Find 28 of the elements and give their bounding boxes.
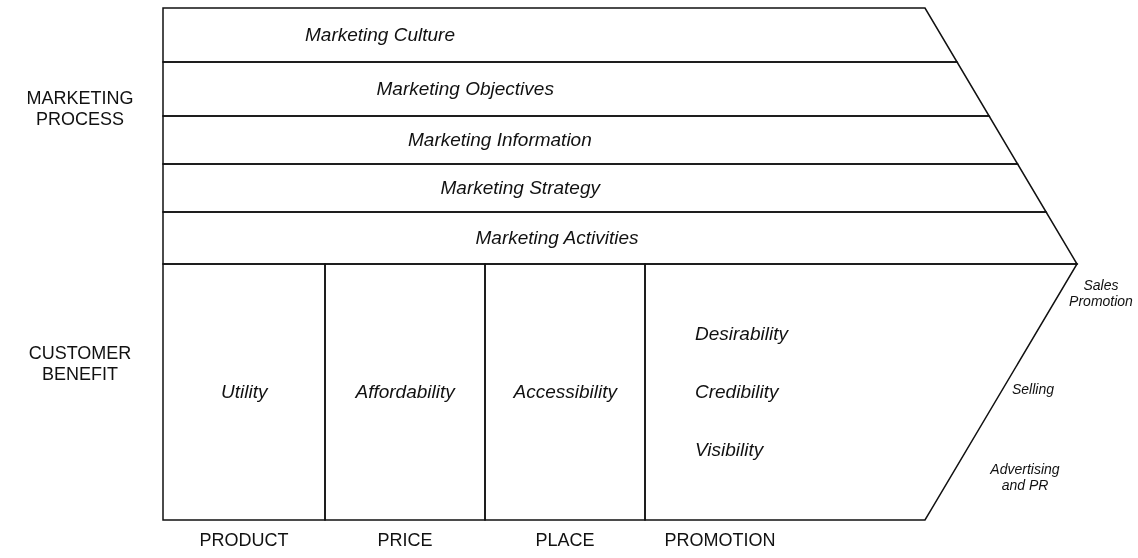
node-text: Accessibility <box>513 381 617 403</box>
column-label: PROMOTION <box>663 530 777 551</box>
node-text: Marketing Strategy <box>440 177 600 199</box>
node-text: Desirability <box>695 323 788 345</box>
edge-note: Selling <box>1011 381 1055 398</box>
process-band <box>163 62 990 116</box>
process-band <box>163 116 1018 164</box>
edge-note: Advertising and PR <box>989 461 1061 494</box>
edge-note: Sales Promotion <box>1068 277 1134 310</box>
column-label: PRICE <box>376 530 434 551</box>
node-text: Marketing Information <box>408 129 592 151</box>
node-text: Utility <box>221 381 268 403</box>
side-heading: MARKETING PROCESS <box>25 88 135 130</box>
process-band <box>163 212 1077 264</box>
benefit-column <box>163 264 325 520</box>
process-band <box>163 8 958 62</box>
benefit-column <box>485 264 645 520</box>
node-text: Affordability <box>355 381 455 403</box>
column-label: PLACE <box>534 530 596 551</box>
node-text: Marketing Culture <box>305 24 455 46</box>
benefit-column <box>325 264 485 520</box>
process-band <box>163 164 1047 212</box>
node-text: Visibility <box>695 439 764 461</box>
node-text: Credibility <box>695 381 779 403</box>
node-text: Marketing Activities <box>475 227 639 249</box>
column-label: PRODUCT <box>198 530 290 551</box>
node-text: Marketing Objectives <box>376 78 554 100</box>
side-heading: CUSTOMER BENEFIT <box>27 343 133 385</box>
